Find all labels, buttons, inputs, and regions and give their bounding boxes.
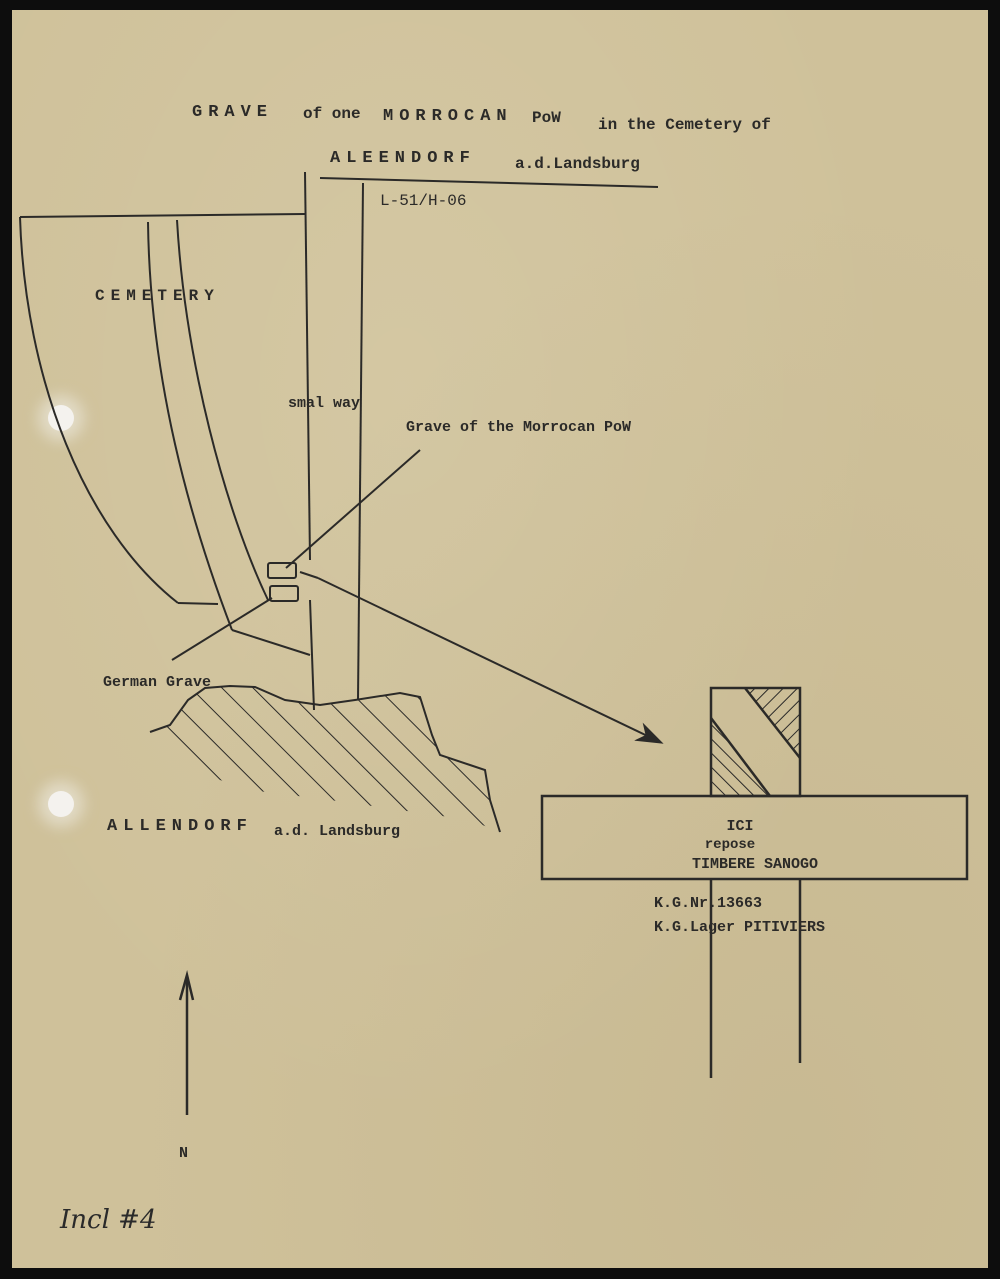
town-name: ALLENDORF [107,817,253,836]
town-suffix: a.d. Landsburg [274,823,401,840]
cross-inscription-repose: repose [704,837,756,853]
grave-pointer-line [285,449,421,569]
cross-inscription-ici: ICI [726,818,754,835]
place-name: ALEENDORF [330,149,476,168]
document-page [12,10,988,1268]
reference-number: L-51/H-06 [380,192,467,210]
cross-inscription-name: TIMBERE SANOGO [691,856,819,873]
place-suffix: a.d.Landsburg [515,155,640,173]
grave-cross-drawing [540,686,969,1078]
title-pow: PoW [532,109,561,127]
cemetery-label: CEMETERY [95,287,220,305]
title-morrocan: MORROCAN [383,107,513,126]
cemetery-outline [19,171,364,711]
north-label: N [179,1145,189,1162]
punch-hole-bottom [48,791,74,817]
german-grave-pointer-line [171,597,273,661]
kg-lager: K.G.Lager PITIVIERS [654,919,826,936]
grave-label: Grave of the Morrocan PoW [406,419,632,436]
cross-detail-arrow [317,577,664,744]
title-of-one: of one [303,105,361,123]
town-hatched-area [150,686,500,832]
grave-markers [267,562,299,602]
small-way-label: smal way [288,395,361,412]
kg-number: K.G.Nr.13663 [654,895,763,912]
title-grave: GRAVE [192,103,274,122]
handwritten-inclosure-note: Incl #4 [60,1205,157,1235]
german-grave-label: German Grave [103,674,212,691]
title-cemetery-of: in the Cemetery of [598,116,771,134]
